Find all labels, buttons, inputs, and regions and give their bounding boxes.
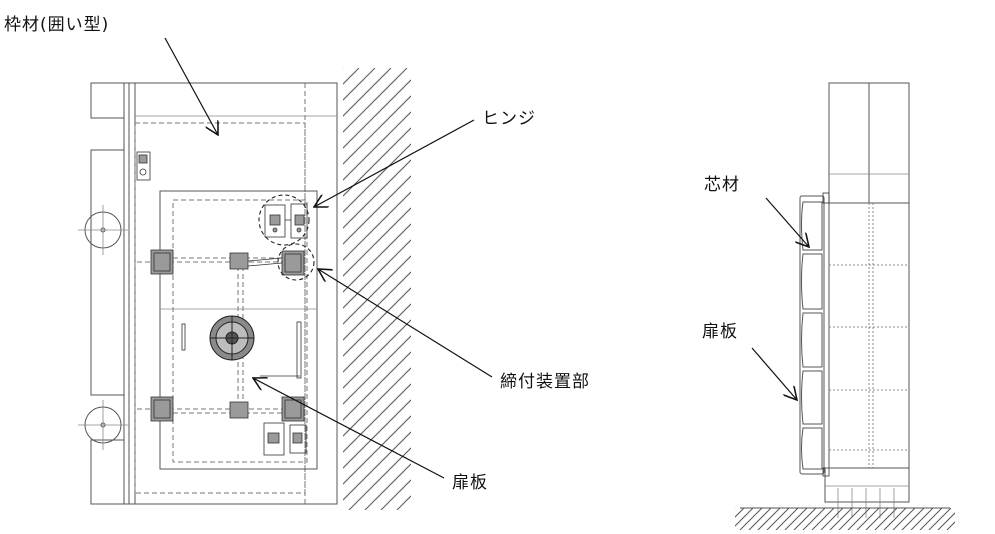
leader-fastener [318,269,493,378]
hatch-line [937,512,955,530]
hatch-line [811,508,835,530]
hatch-line [919,508,943,530]
hatch-line [928,508,952,530]
hatch-line [735,508,745,518]
hatch-line [735,508,736,509]
hatch-line [343,68,344,69]
lower-mechanism [263,422,307,456]
hatch-line [793,508,817,530]
hatch-line [883,508,907,530]
hatch-line [343,159,411,229]
hatch-line [364,463,411,510]
bolt-right-upper [281,250,305,276]
fastener-callout-circle [277,243,315,281]
hatch-line [757,508,781,530]
hatch-line [901,508,925,530]
hatch-line [343,223,411,293]
leader-door-side [751,347,797,400]
hatch-line [739,508,763,530]
hatch-line [802,508,826,530]
keypad [136,151,151,181]
hatch-line [892,508,916,530]
hatch-line [343,367,411,437]
hatch-line [910,508,934,530]
hatch-line [343,303,411,373]
label-frame: 枠材(囲い型) [4,15,109,35]
bolt-right-lower [281,396,305,422]
ground-hatching [735,508,955,530]
hatch-line [343,68,376,101]
hatch-line [343,79,411,149]
hatch-line [748,508,772,530]
hatch-line [775,508,799,530]
hatch-line [343,383,411,453]
hatch-line [348,447,411,510]
side-door-panel [799,192,830,477]
hatch-line [343,431,411,501]
leader-core [765,197,809,247]
door-leaf [159,190,318,470]
hatch-line [343,335,411,405]
hatch-line [396,495,411,510]
hatch-line [829,508,853,530]
leader-door-front [253,378,445,479]
hatch-line [946,521,955,530]
hatch-line [343,287,411,357]
anchor-upper [78,205,128,255]
hatch-line [343,143,411,213]
hatch-line [343,271,411,341]
hatch-line [343,255,411,325]
side-view [735,82,955,530]
hatch-line [838,508,862,530]
hatch-line [343,415,411,485]
hatch-line [865,508,889,530]
hatch-line [343,191,411,261]
leader-hinge [314,119,475,207]
hatch-line [343,68,392,117]
label-door-front: 扉板 [452,473,488,493]
label-hinge: ヒンジ [482,109,536,129]
front-view [78,68,411,510]
hatch-line [874,508,898,530]
hatch-line [343,239,411,309]
hatch-line [343,351,411,421]
pull-bar [181,323,186,351]
hatch-line [735,508,754,527]
hatch-line [856,508,880,530]
hinge-callout-circle [258,194,310,246]
wall-hatching [343,68,411,510]
anchor-lower [78,400,128,450]
hatch-line [847,508,871,530]
hatch-line [820,508,844,530]
hatch-line [784,508,808,530]
hatch-line [343,207,411,277]
bolt-left-lower [150,396,174,422]
hatch-line [343,95,411,165]
hatch-line [343,111,411,181]
label-core: 芯材 [704,175,740,195]
hinge-assembly [264,203,308,239]
linkage-upper [229,252,283,270]
hatch-line [343,319,411,389]
linkage-lower [229,401,249,419]
handle-wheel [209,315,255,361]
hatch-line [343,175,411,245]
hatch-line [343,127,411,197]
label-fastener: 締付装置部 [500,372,590,392]
hatch-line [343,399,411,469]
leader-frame [164,37,218,135]
bolt-left-upper [150,249,174,275]
rod [296,321,302,379]
label-door-side: 扉板 [702,322,738,342]
hatch-line [766,508,790,530]
